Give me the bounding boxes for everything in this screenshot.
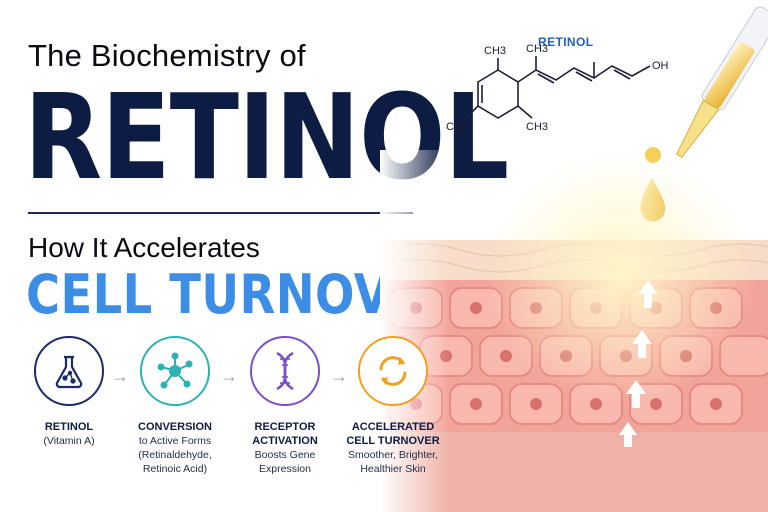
step-icon-circle [34,336,104,406]
molecule-network-icon [157,352,193,389]
retinol-structure-diagram: CH3 CH3 CH3 CH3 OH [446,43,669,133]
step-desc: Expression [259,463,311,475]
step-icon-circle [140,336,210,406]
methyl-label: CH3 [526,43,548,55]
step-title: CONVERSION [138,421,212,433]
hydroxyl-label: OH [652,60,669,72]
step-icon-circle [250,336,320,406]
step-conversion: CONVERSION to Active Forms (Retinaldehyd… [120,336,230,476]
dna-icon [276,351,294,391]
step-desc: to Active Forms [138,435,212,447]
flask-icon [55,355,83,389]
skin-cross-section [380,150,768,512]
step-desc: (Retinaldehyde, [138,449,212,461]
step-desc: Smoother, Brighter, [348,449,438,461]
step-title-line: RECEPTOR [254,421,316,433]
step-retinol: RETINOL (Vitamin A) [14,336,124,448]
step-desc: (Vitamin A) [43,435,95,447]
step-title-line: ACTIVATION [252,435,318,447]
methyl-label: CH3 [526,121,548,133]
title-line-1: The Biochemistry of [28,38,306,73]
arrow-icon: → [330,366,348,386]
subtitle: How It Accelerates [28,232,260,263]
divider [28,212,413,214]
step-title: ACCELERATED CELL TURNOVER [338,420,448,448]
step-title-line: ACCELERATED [351,421,435,433]
step-receptor-activation: RECEPTOR ACTIVATION Boosts Gene Expressi… [230,336,340,476]
step-desc: Boosts Gene [254,449,316,461]
step-icon-circle [358,336,428,406]
arrow-icon: → [111,366,129,386]
step-title: RETINOL [44,421,94,433]
arrow-icon: → [220,366,238,386]
step-title-line: CELL TURNOVER [346,435,440,447]
refresh-cycle-icon [379,356,407,386]
step-title: RECEPTOR ACTIVATION [230,420,340,448]
step-accelerated-turnover: ACCELERATED CELL TURNOVER Smoother, Brig… [338,336,448,476]
methyl-label: CH3 [446,121,468,133]
step-desc: Retinoic Acid) [142,463,208,475]
methyl-label: CH3 [484,45,506,57]
step-desc: Healthier Skin [360,463,426,475]
molecule-label: RETINOL [538,35,594,49]
